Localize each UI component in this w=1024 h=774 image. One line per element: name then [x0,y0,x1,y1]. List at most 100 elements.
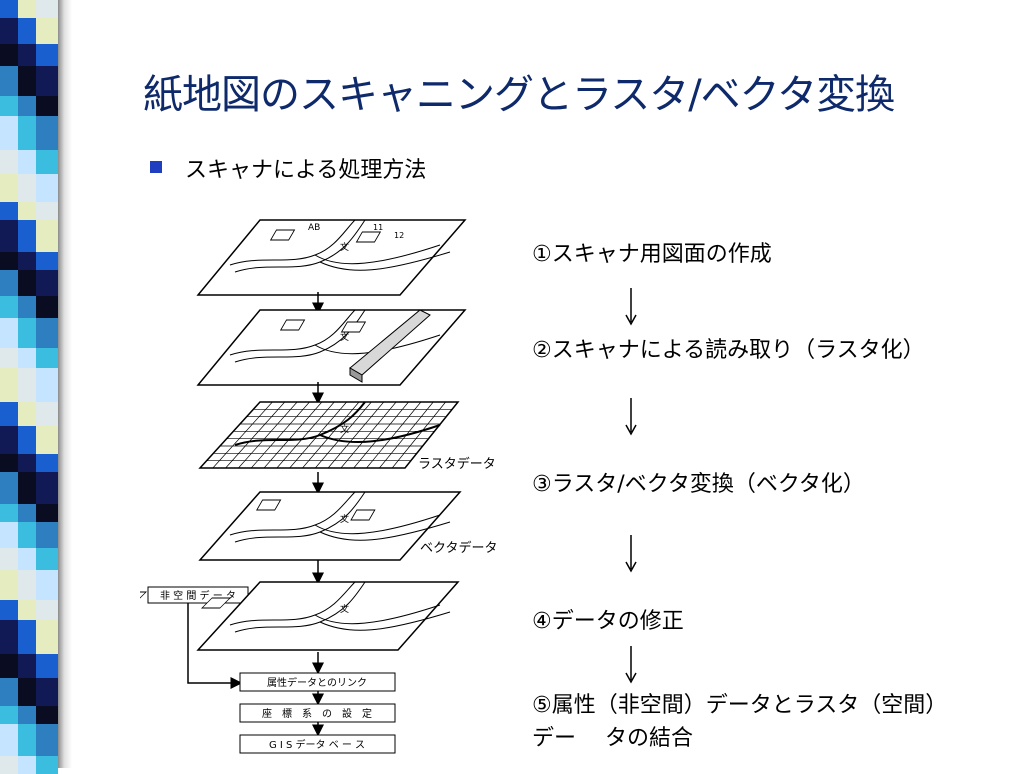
step-2-text: ②スキャナによる読み取り（ラスタ化） [532,338,925,363]
sidebar-stripe [36,472,58,504]
box-gis-database-label: G I S データ ベ ー ス [269,738,365,751]
bullet-square-icon [150,161,162,173]
label-bun-5: 文 [340,603,349,615]
sidebar-stripe [36,44,58,66]
sidebar-stripe [0,348,18,368]
scanning-process-diagram: AB 11 12 文 文 文 ラスタデータ 文 ベクタデータ [140,219,497,754]
sidebar-stripe [18,66,36,96]
sidebar-stripe [0,150,18,174]
label-11: 11 [373,223,383,232]
sidebar-stripe [0,620,18,654]
sidebar-shadow [58,0,72,768]
sidebar-stripe [18,724,36,756]
sidebar-stripe [18,548,36,570]
bullet-text: スキャナによる処理方法 [185,158,427,183]
sidebar-stripe [0,706,18,724]
sidebar-stripe [18,402,36,426]
label-12: 12 [394,231,404,240]
sidebar-stripe [18,348,36,368]
sidebar-stripe [18,756,36,774]
sidebar-stripe [0,220,18,252]
step-4-text: ④データの修正 [532,609,684,634]
label-ab: AB [308,223,320,233]
sidebar-stripe [0,522,18,548]
sidebar-stripe [18,202,36,220]
box-attribute-link-label: 属性データとのリンク [267,676,367,689]
sidebar-stripe [0,454,18,472]
sidebar-stripe [36,96,58,116]
sidebar-stripe [0,0,18,18]
decorative-sidebar [0,0,58,774]
sidebar-stripe [36,318,58,348]
step-arrow-down-icon [625,535,637,573]
sidebar-stripe [18,472,36,504]
sidebar-stripe [36,548,58,570]
sidebar-stripe [18,270,36,296]
sidebar-stripe [36,678,58,706]
step-arrow-down-icon [625,646,637,684]
sidebar-stripe [0,202,18,220]
step-5-text-line-1: ⑤属性（非空間）データとラスタ（空間） [532,693,948,718]
sidebar-stripe [36,270,58,296]
sidebar-stripe [0,44,18,66]
sidebar-stripe [18,368,36,402]
sidebar-stripe [36,174,58,202]
sidebar-stripe [18,174,36,202]
sidebar-stripe [0,548,18,570]
sidebar-stripe [0,174,18,202]
step-5-text-line-2: デー タの結合 [532,726,693,751]
sidebar-stripe [36,504,58,522]
sidebar-stripe [18,620,36,654]
raster-layer: 文 ラスタデータ [198,401,496,472]
label-bun-3: 文 [340,423,349,435]
sidebar-stripe [0,654,18,678]
sidebar-stripe [18,706,36,724]
sidebar-stripe [36,0,58,18]
step-arrow-down-icon [625,398,637,436]
step-arrow-down-icon [625,288,637,326]
box-gis-database [239,734,396,754]
sidebar-stripe [36,402,58,426]
sidebar-stripe [0,724,18,756]
sidebar-stripe [36,724,58,756]
sidebar-stripe [36,18,58,44]
corrected-layer: 文 [140,581,460,651]
sidebar-stripe [36,252,58,270]
label-bun: 文 [340,241,349,253]
sidebar-stripe [0,600,18,620]
vector-layer: 文 ベクタデータ [198,491,497,561]
sidebar-stripe [18,600,36,620]
paper-map-layer: AB 11 12 文 [196,219,467,296]
sidebar-stripe [18,44,36,66]
sidebar-stripe [0,426,18,454]
sidebar-stripe [18,150,36,174]
sidebar-stripe [36,600,58,620]
sidebar-stripe [36,202,58,220]
sidebar-stripe [0,66,18,96]
step-3-text: ③ラスタ/ベクタ変換（ベクタ化） [532,472,865,497]
sidebar-stripe [18,454,36,472]
sidebar-stripe [18,318,36,348]
vector-data-label: ベクタデータ [420,540,497,556]
sidebar-stripe [36,570,58,600]
sidebar-stripe [18,0,36,18]
sidebar-stripe [0,570,18,600]
sidebar-stripe [36,150,58,174]
sidebar-stripe [18,296,36,318]
sidebar-stripe [18,252,36,270]
raster-data-label: ラスタデータ [418,456,496,472]
label-bun-2: 文 [340,331,349,343]
sidebar-stripe [18,116,36,150]
sidebar-stripe [0,116,18,150]
sidebar-stripe [36,654,58,678]
sidebar-stripe [36,522,58,548]
sidebar-stripe [18,654,36,678]
sidebar-stripe [0,402,18,426]
sidebar-stripe [0,756,18,774]
sidebar-stripe [18,504,36,522]
sidebar-stripe [0,318,18,348]
sidebar-stripe [36,756,58,774]
sidebar-stripe [0,472,18,504]
sidebar-stripe [36,348,58,368]
sidebar-stripe [36,220,58,252]
